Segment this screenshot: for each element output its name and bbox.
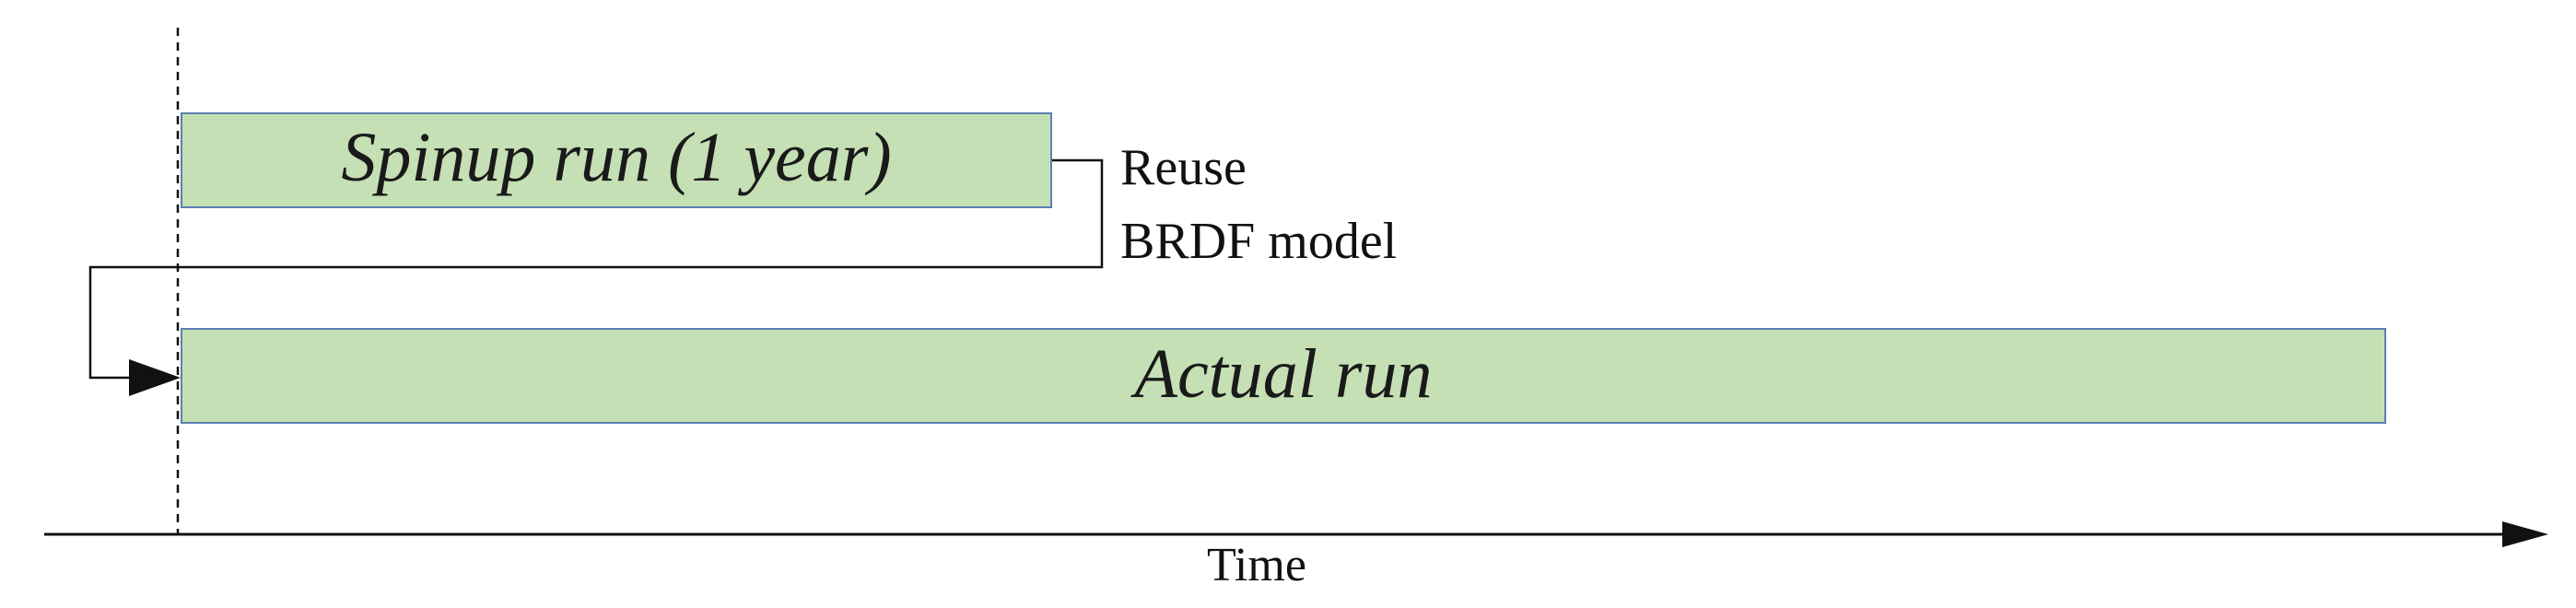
brdf-model-label: BRDF model [1120, 213, 1398, 270]
reuse-label: Reuse [1120, 139, 1247, 196]
reuse-arrowhead [129, 359, 181, 396]
time-axis-label: Time [1207, 539, 1306, 591]
actual-run-box: Actual run [181, 328, 2386, 424]
time-axis-arrowhead [2502, 521, 2548, 547]
actual-run-label: Actual run [1134, 334, 1433, 413]
spinup-run-box: Spinup run (1 year) [181, 112, 1052, 208]
spinup-run-label: Spinup run (1 year) [341, 118, 892, 196]
reuse-bracket [88, 158, 1104, 380]
